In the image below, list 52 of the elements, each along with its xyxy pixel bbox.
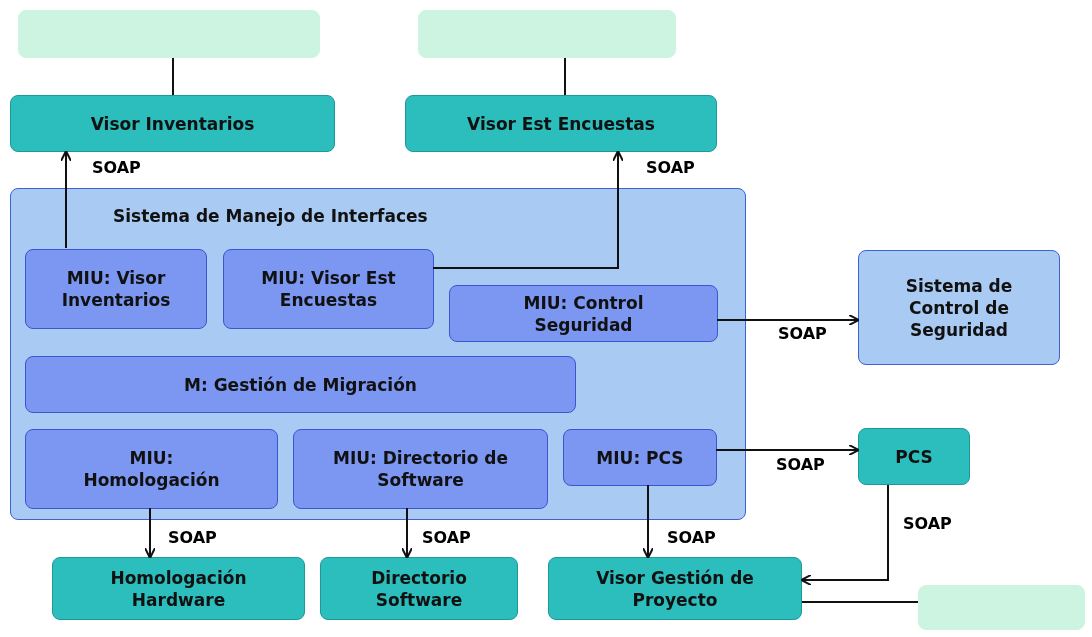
service-box — [548, 557, 802, 620]
connector-line — [172, 57, 174, 96]
box-label: Directorio Software — [370, 566, 468, 611]
edge-label: SOAP — [667, 528, 716, 547]
module-box — [449, 285, 718, 342]
box-label: Visor Est Encuestas — [467, 112, 655, 135]
system-box — [18, 10, 320, 58]
box-label: Sistema de Control de Seguridad — [904, 274, 1014, 341]
arrow — [432, 150, 624, 269]
service-box — [858, 428, 970, 485]
arrow — [144, 507, 156, 559]
arrow — [60, 150, 72, 249]
edge-label: SOAP — [92, 158, 141, 177]
arrow — [401, 507, 413, 559]
system-box — [418, 10, 676, 58]
module-box — [25, 356, 576, 413]
box-label: MIU: Visor Est Encuestas — [260, 267, 397, 311]
module-box — [293, 429, 548, 509]
service-box — [52, 557, 305, 620]
service-box — [918, 585, 1085, 630]
connector-line — [801, 601, 919, 603]
box-label: MIU: Directorio de Software — [332, 447, 509, 491]
box-label: MIU: PCS — [596, 446, 684, 469]
box-label: MIU: Control Seguridad — [522, 291, 645, 336]
module-box — [223, 249, 434, 329]
edge-label: SOAP — [646, 158, 695, 177]
edge-label: SOAP — [903, 514, 952, 533]
arrow — [800, 484, 889, 586]
service-box — [405, 95, 717, 152]
module-box — [25, 429, 278, 509]
module-box — [563, 429, 717, 486]
box-label: Homologación Hardware — [109, 566, 248, 611]
edge-label: SOAP — [778, 324, 827, 343]
box-label: PCS — [895, 445, 933, 468]
box-label: MIU: Visor Inventarios — [60, 267, 172, 311]
connector-line — [564, 57, 566, 96]
system-box — [858, 250, 1060, 365]
arrow — [642, 484, 654, 559]
arrow — [715, 444, 860, 456]
edge-label: SOAP — [776, 455, 825, 474]
edge-label: SOAP — [168, 528, 217, 547]
service-box — [320, 557, 518, 620]
box-label: Visor Gestión de Proyecto — [595, 566, 755, 611]
container-title: Sistema de Manejo de Interfaces — [113, 205, 428, 227]
arrow — [716, 314, 860, 326]
box-label: MIU: Homologación — [82, 447, 221, 491]
box-label: M: Gestión de Migración — [184, 373, 417, 396]
edge-label: SOAP — [422, 528, 471, 547]
module-box — [25, 249, 207, 329]
service-box — [10, 95, 335, 152]
box-label: Visor Inventarios — [90, 112, 255, 135]
system-container — [10, 188, 746, 520]
